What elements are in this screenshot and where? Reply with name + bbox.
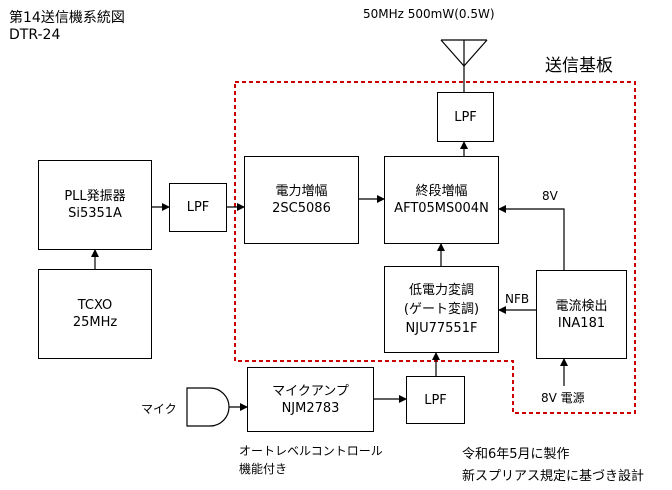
lpf-output-name: LPF xyxy=(454,109,477,125)
design-note: 新スプリアス規定に基づき設計 xyxy=(462,469,645,484)
mic-amp-name: マイクアンプ xyxy=(272,383,349,399)
tcxo-block: TCXO 25MHz xyxy=(38,269,152,359)
current-detect-name: 電流検出 xyxy=(555,298,608,314)
final-amp-part: AFT05MS004N xyxy=(394,201,489,216)
power-amp-name: 電力増幅 xyxy=(275,184,328,199)
pll-name: PLL発振器 xyxy=(64,189,126,204)
lpf-mic-name: LPF xyxy=(424,392,447,408)
power-supply-label: 8V 電源 xyxy=(541,391,585,405)
lpf-output-block: LPF xyxy=(437,92,494,142)
power-amp-block: 電力増幅 2SC5086 xyxy=(244,156,359,244)
lpf-mic-block: LPF xyxy=(406,376,465,424)
nfb-label: NFB xyxy=(505,292,530,306)
lpf-pll-name: LPF xyxy=(186,200,210,215)
model-name: DTR-24 xyxy=(9,27,61,43)
tcxo-freq: 25MHz xyxy=(72,315,118,330)
arrow-8v-to-final xyxy=(498,205,565,270)
auto-level-label: オートレベルコントロール xyxy=(239,444,383,458)
modulation-type: (ゲート変調) xyxy=(403,302,480,317)
pll-part: Si5351A xyxy=(68,206,122,221)
build-note: 令和6年5月に製作 xyxy=(462,447,570,462)
auto-level-label-2: 機能付き xyxy=(239,462,288,476)
tcxo-name: TCXO xyxy=(77,298,113,313)
mic-icon xyxy=(186,387,230,427)
final-amp-block: 終段増幅 AFT05MS004N xyxy=(384,156,499,244)
pll-oscillator-block: PLL発振器 Si5351A xyxy=(38,160,152,250)
lpf-pll-block: LPF xyxy=(169,183,227,232)
current-detect-part: INA181 xyxy=(557,315,606,331)
antenna-icon xyxy=(440,39,488,92)
mic-amp-part: NJM2783 xyxy=(281,400,340,416)
low-power-modulation-block: 低電力変調 (ゲート変調) NJU77551F xyxy=(384,266,499,353)
board-boundary xyxy=(234,81,636,414)
power-amp-part: 2SC5086 xyxy=(272,201,331,216)
board-label: 送信基板 xyxy=(545,56,613,76)
mic-amp-block: マイクアンプ NJM2783 xyxy=(247,367,374,432)
modulation-name: 低電力変調 xyxy=(408,283,474,298)
final-amp-name: 終段増幅 xyxy=(415,184,468,199)
voltage-label: 8V xyxy=(542,189,558,203)
modulation-part: NJU77551F xyxy=(405,321,478,336)
antenna-label: 50MHz 500mW(0.5W) xyxy=(363,7,495,21)
mic-label: マイク xyxy=(141,402,177,416)
current-detection-block: 電流検出 INA181 xyxy=(536,270,627,359)
diagram-title: 第14送信機系統図 xyxy=(9,10,125,26)
